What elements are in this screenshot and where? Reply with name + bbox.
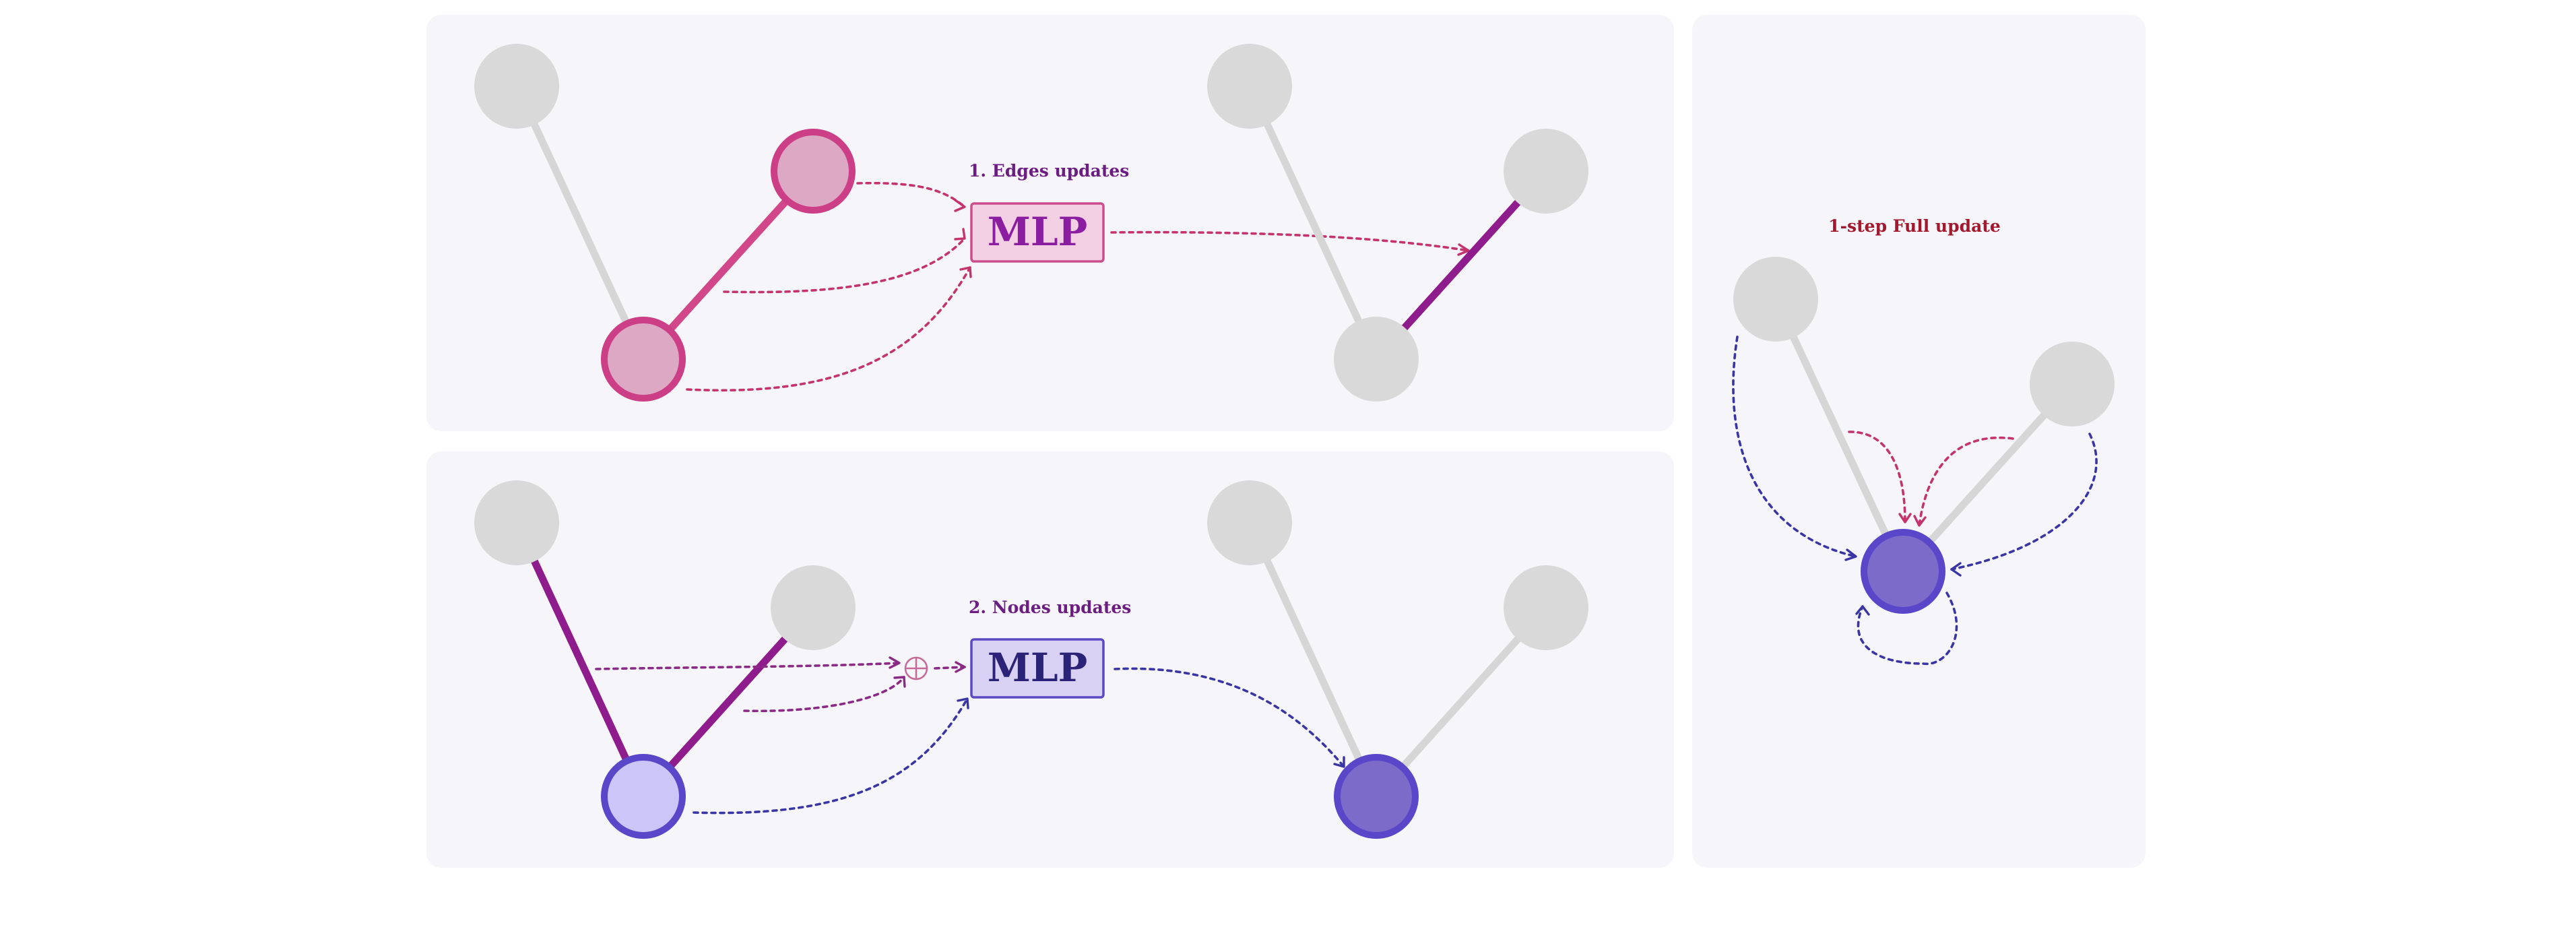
arrow-head (1898, 513, 1912, 523)
full-update-graph (1733, 257, 2115, 575)
graph-node (2030, 342, 2115, 426)
updated-edge (513, 519, 647, 800)
edge-mlp-box (970, 202, 1105, 263)
updated-node (1334, 754, 1419, 839)
graph-node (1733, 257, 1818, 342)
arrow-head (957, 697, 969, 709)
graph-node (1334, 317, 1419, 402)
highlighted-node (601, 754, 686, 839)
full-update-arrows (1732, 336, 2098, 665)
arrow-head (1333, 756, 1345, 768)
edge-to-aggregate-arrow (595, 662, 901, 670)
arrow-head (959, 266, 972, 278)
nodes-update-output-graph (1207, 480, 1588, 839)
edge-mlp-label: MLP (988, 209, 1088, 255)
node-mlp-box (970, 638, 1105, 699)
node-to-mlp-arrow (686, 266, 971, 392)
graph-node (771, 565, 856, 650)
arrow-head (1844, 548, 1857, 561)
self-loop-arrow (1857, 592, 1958, 665)
highlighted-node (601, 317, 686, 402)
updated-node (1861, 529, 1945, 614)
aggregate-to-mlp-arrow (934, 666, 966, 670)
node-mlp-label: MLP (988, 645, 1088, 691)
arrow-head (1950, 562, 1962, 577)
nodes-update-title: 2. Nodes updates (969, 598, 1131, 617)
graph-node (1504, 129, 1588, 214)
arrow-head (954, 228, 966, 241)
mlp-to-updated-node-arrow (1114, 667, 1345, 768)
node-to-node-arrow (1732, 336, 1857, 558)
graph-node (1504, 565, 1588, 650)
graph-node (1207, 480, 1292, 565)
graph-edge (1246, 82, 1380, 363)
arrow-head (889, 656, 901, 669)
full-update-panel (1692, 15, 2146, 868)
mlp-to-updated-edge-arrow (1110, 230, 1470, 252)
edge-to-mlp-arrow (723, 237, 966, 294)
edge-to-node-arrow (1848, 431, 1906, 523)
graph-edge (1246, 519, 1380, 800)
arrow-head (1457, 243, 1470, 256)
graph-node (474, 44, 559, 129)
arrow-head (954, 199, 966, 212)
edges-update-input-graph (474, 44, 856, 402)
nodes-update-input-graph (474, 480, 856, 839)
highlighted-node (771, 129, 856, 214)
edge-mlp-inputs (686, 181, 972, 392)
arrow-head (893, 676, 906, 688)
graph-node (1207, 44, 1292, 129)
arrow-head (1855, 605, 1870, 616)
graph-node (474, 480, 559, 565)
graph-edge (1772, 295, 1907, 575)
edges-update-title: 1. Edges updates (969, 161, 1129, 181)
edge-to-aggregate-arrow (743, 676, 905, 713)
node-mlp-inputs (595, 656, 969, 815)
node-to-mlp-arrow (693, 697, 969, 815)
node-to-node-arrow (1950, 433, 2098, 571)
graph-edge (513, 82, 647, 363)
edge-to-node-arrow (1918, 436, 2014, 527)
edges-update-output-graph (1207, 44, 1588, 402)
full-update-title: 1-step Full update (1828, 216, 2000, 236)
arrow-head (955, 661, 966, 673)
arrow-head (1913, 515, 1927, 527)
node-to-mlp-arrow (856, 181, 966, 208)
